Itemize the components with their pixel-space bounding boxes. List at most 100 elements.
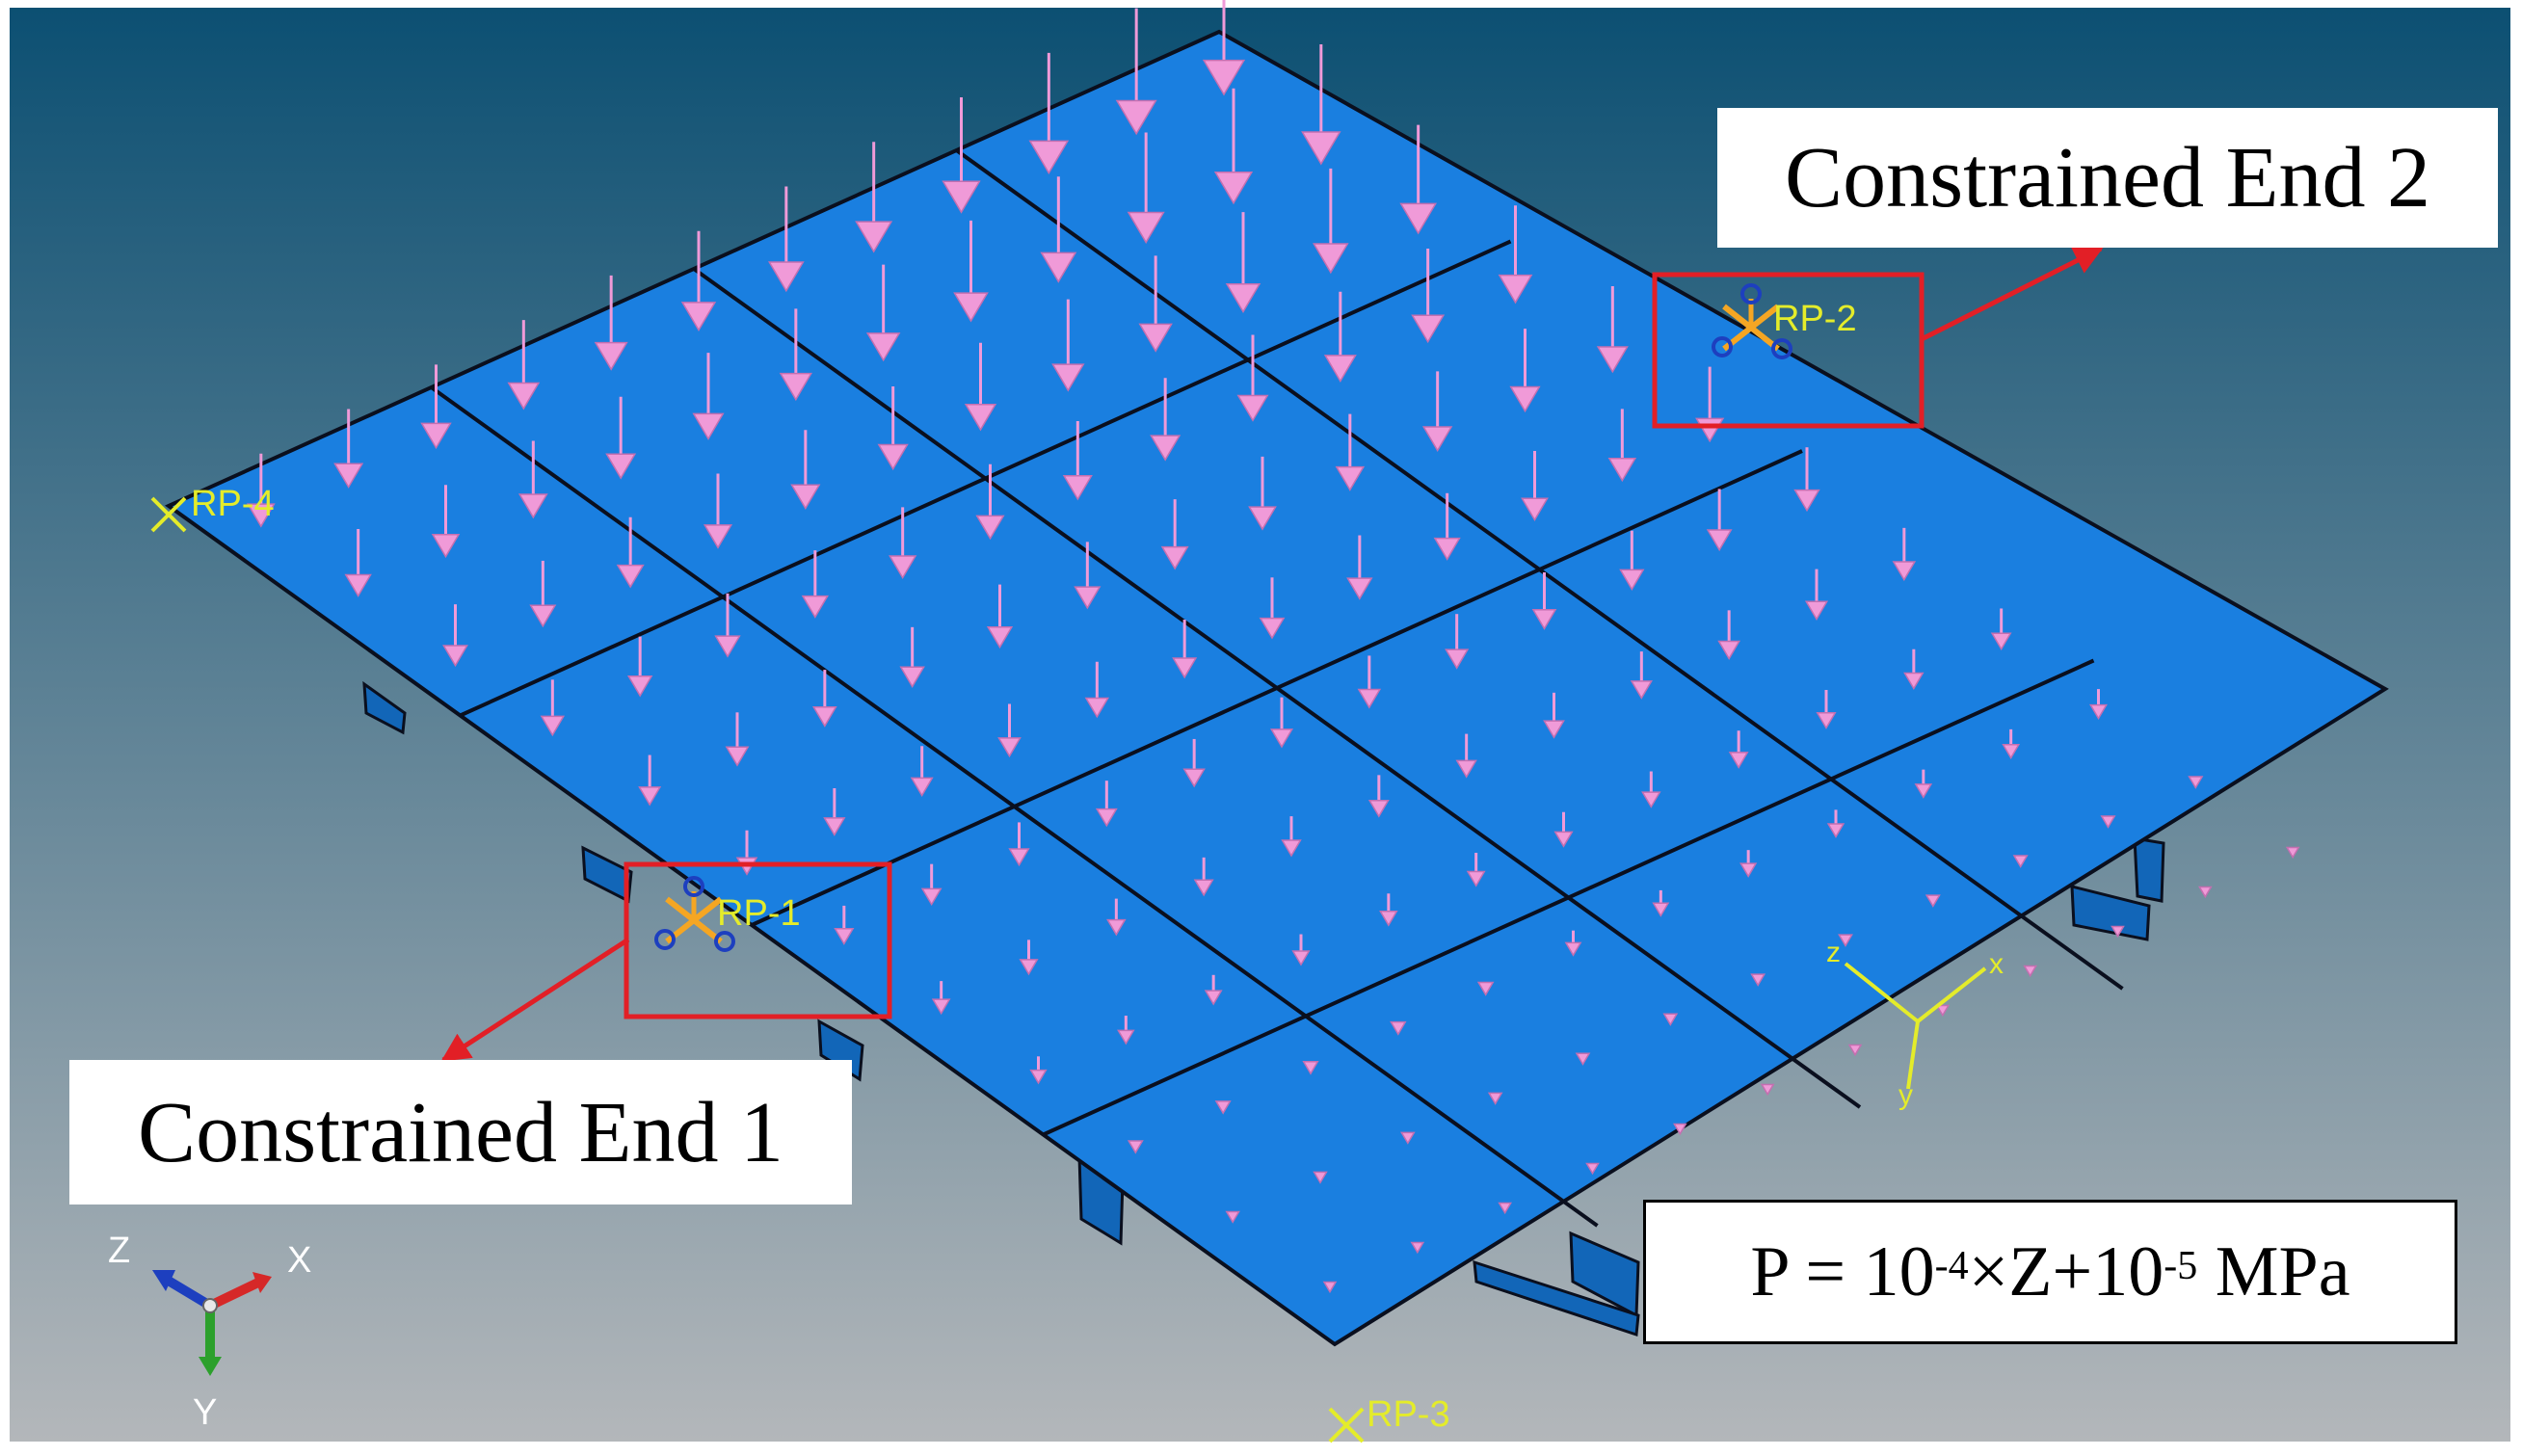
load-arrow-icon	[1138, 255, 1173, 353]
load-arrow-icon	[518, 440, 548, 519]
load-arrow-icon	[1182, 738, 1206, 788]
load-arrow-icon	[594, 275, 628, 371]
formula-exp-2: -5	[2164, 1244, 2198, 1288]
load-arrow-icon	[1739, 850, 1758, 878]
load-arrow-icon	[767, 186, 805, 293]
load-arrow-icon	[1607, 409, 1637, 483]
load-arrow-icon	[997, 703, 1022, 758]
load-arrow-icon	[889, 507, 917, 580]
load-arrow-icon	[1008, 822, 1030, 867]
load-arrow-icon	[953, 220, 989, 323]
load-arrow-icon	[1793, 447, 1820, 513]
load-arrow-icon	[1270, 697, 1293, 749]
load-arrow-icon	[1051, 299, 1085, 392]
load-arrow-icon	[1990, 608, 2012, 651]
load-arrow-icon	[1662, 1013, 1679, 1026]
load-arrow-icon	[725, 712, 750, 767]
load-arrow-icon	[1259, 577, 1286, 640]
load-arrow-icon	[529, 560, 557, 628]
load-arrow-icon	[1281, 816, 1302, 858]
load-arrow-icon	[834, 905, 855, 945]
load-arrow-icon	[920, 863, 942, 907]
load-arrow-icon	[1213, 88, 1254, 205]
load-arrow-icon	[638, 754, 662, 807]
load-arrow-icon	[1323, 291, 1357, 383]
callout-arrow-end2	[1920, 246, 2104, 342]
load-arrow-icon	[1204, 974, 1223, 1006]
load-arrow-icon	[1543, 692, 1565, 739]
load-arrow-icon	[1914, 769, 1933, 799]
load-arrow-icon	[1028, 52, 1070, 175]
load-arrow-icon	[1935, 1004, 1951, 1018]
callout-end1-text: Constrained End 1	[138, 1084, 783, 1180]
load-arrow-icon	[714, 593, 741, 658]
load-arrow-icon	[1313, 168, 1349, 275]
load-arrow-icon	[2100, 815, 2116, 829]
load-arrow-icon	[1728, 730, 1749, 769]
load-arrow-icon	[877, 386, 909, 471]
load-arrow-icon	[1531, 571, 1557, 630]
load-arrow-icon	[790, 430, 821, 510]
load-arrow-icon	[1445, 614, 1470, 670]
load-arrow-icon	[1509, 329, 1541, 413]
load-arrow-icon	[964, 342, 997, 432]
load-arrow-icon	[1095, 781, 1118, 828]
load-arrow-icon	[2023, 965, 2037, 978]
callout-arrow-end1	[440, 937, 630, 1063]
load-arrow-icon	[1596, 285, 1629, 374]
formula-mid: ×Z+10	[1968, 1231, 2164, 1311]
load-arrow-icon	[1193, 857, 1214, 897]
load-arrow-icon	[865, 264, 901, 362]
pressure-load-arrows	[246, 0, 2300, 1294]
load-arrow-icon	[1150, 378, 1181, 462]
load-arrow-icon	[1236, 334, 1269, 422]
constrained-end-2-highlight	[1652, 272, 1925, 429]
load-arrow-icon	[1301, 44, 1341, 166]
load-arrow-icon	[703, 473, 733, 549]
load-arrow-icon	[975, 463, 1005, 541]
load-arrow-icon	[1564, 930, 1582, 957]
load-arrow-icon	[1476, 981, 1495, 996]
load-arrow-icon	[1335, 413, 1366, 491]
load-arrow-icon	[2002, 728, 2021, 759]
load-arrow-icon	[1717, 610, 1741, 660]
load-arrow-icon	[1804, 569, 1829, 622]
load-arrow-icon	[1498, 1202, 1512, 1215]
constraint-symbol-icon	[1712, 283, 1792, 359]
load-arrow-icon	[246, 453, 276, 528]
load-arrow-icon	[1379, 893, 1398, 927]
local-axis-x-label: x	[1989, 948, 2004, 980]
load-arrow-icon	[1750, 973, 1766, 987]
load-arrow-icon	[823, 787, 846, 836]
load-arrow-icon	[1652, 889, 1670, 917]
load-arrow-icon	[1302, 1061, 1319, 1075]
load-arrow-icon	[616, 516, 645, 589]
load-arrow-icon	[2089, 689, 2108, 720]
load-arrow-icon	[1925, 894, 1941, 908]
load-arrow-icon	[1903, 649, 1925, 690]
callout-constrained-end-1: Constrained End 1	[69, 1060, 852, 1205]
global-axis-y-label: Y	[193, 1392, 217, 1433]
rp-4-label: RP-4	[191, 484, 275, 524]
load-arrow-icon	[1630, 651, 1653, 700]
load-arrow-icon	[1074, 542, 1102, 610]
load-arrow-icon	[931, 981, 951, 1016]
load-arrow-icon	[1455, 733, 1477, 779]
load-arrow-icon	[910, 746, 934, 797]
load-arrow-icon	[1575, 1052, 1591, 1066]
load-arrow-icon	[986, 584, 1014, 649]
load-arrow-icon	[1127, 1140, 1144, 1154]
load-arrow-icon	[1399, 124, 1437, 235]
rp-3-label: RP-3	[1367, 1394, 1450, 1435]
load-arrow-icon	[431, 485, 461, 559]
load-arrow-icon	[1433, 492, 1461, 561]
axis-triad-icon	[152, 1270, 272, 1376]
local-axis-triad-icon	[1844, 962, 1987, 1090]
global-axis-x-label: X	[287, 1240, 311, 1281]
load-arrow-icon	[855, 142, 893, 253]
load-arrow-icon	[1847, 1044, 1863, 1057]
rp-cross-icon	[150, 496, 1365, 1443]
load-arrow-icon	[1160, 499, 1189, 570]
load-arrow-icon	[1062, 420, 1093, 501]
load-arrow-icon	[1127, 132, 1165, 245]
